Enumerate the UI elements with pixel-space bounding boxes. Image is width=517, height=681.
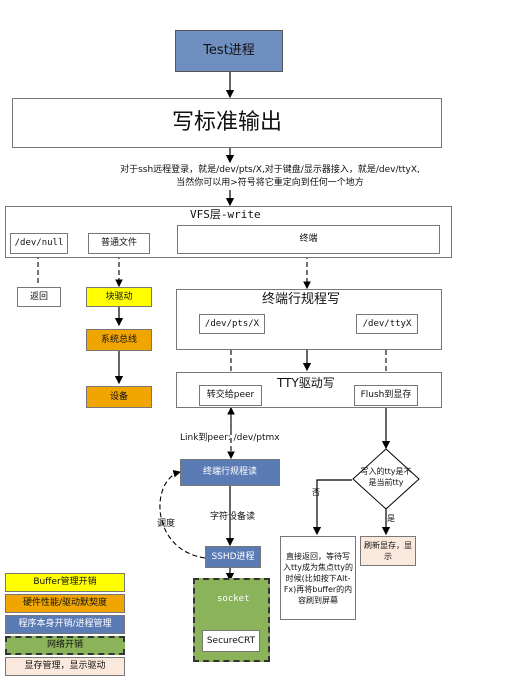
legend-item-3: 网络开销 [5,636,125,655]
flush-label: Flush到显存 [360,390,412,401]
dev-null-label: /dev/null [14,238,64,249]
stdout-label: 写标准输出 [171,109,282,135]
legend-item-1: 硬件性能/驱动默契度 [5,594,125,613]
decision-diamond [352,448,420,510]
stdout-box: 写标准输出 [12,98,442,148]
legend-label-4: 显存管理，显示驱动 [24,661,106,672]
process-box: Test进程 [175,30,283,72]
return-label: 返回 [29,291,48,302]
peer-box: 转交给peer [199,385,262,406]
flush-box: Flush到显存 [354,385,418,406]
block-driver-box: 块驱动 [86,287,152,307]
terminal-label: 终端 [299,234,318,245]
vfs-title: VFS层-write [190,208,261,221]
legend-item-4: 显存管理，显示驱动 [5,657,125,676]
dev-pts-box: /dev/pts/X [199,314,265,334]
schedule-label: 调度 [157,519,176,529]
terminal-box: 终端 [177,225,440,254]
dev-tty-label: /dev/ttyX [362,318,412,329]
dev-tty-box: /dev/ttyX [356,314,418,334]
note-line-2: 当然你可以用>符号将它重定向到任何一个地方 [176,178,364,188]
ldisc-read-label: 终端行规程读 [202,467,257,478]
dev-null-box: /dev/null [10,233,68,254]
peer-label: 转交给peer [206,390,255,401]
return-box: 返回 [17,287,61,307]
system-bus-label: 系统总线 [100,334,137,345]
decision-label: 写入的tty是不是当前tty [360,467,412,487]
yes-result-box: 刷新显存，显示 [360,536,416,566]
legend-label-0: Buffer管理开销 [33,577,97,588]
regular-file-box: 普通文件 [88,233,150,254]
no-result-box: 直接返回，等待写入tty成为焦点tty的时候(比如按下Alt-Fx)再将buff… [280,536,356,620]
ldisc-read-box: 终端行规程读 [180,459,280,486]
note-line-1: 对于ssh远程登录，就是/dev/pts/X,对于键盘/显示器接入，就是/dev… [120,165,420,175]
legend-item-0: Buffer管理开销 [5,573,125,592]
legend-label-1: 硬件性能/驱动默契度 [22,598,108,609]
ldisc-write-title: 终端行规程写 [262,292,341,307]
legend-item-2: 程序本身开销/进程管理 [5,615,125,634]
securecrt-box: SecureCRT [202,630,260,652]
sshd-box: SSHD进程 [205,546,261,568]
yes-result-text: 刷新显存，显示 [364,541,412,561]
yes-label: 是 [387,514,395,523]
no-label: 否 [312,488,320,497]
tty-driver-title: TTY驱动写 [277,376,335,390]
no-result-text: 直接返回，等待写入tty成为焦点tty的时候(比如按下Alt-Fx)再将buff… [283,551,354,605]
note-text: 对于ssh远程登录，就是/dev/pts/X,对于键盘/显示器接入，就是/dev… [70,164,470,190]
securecrt-label: SecureCRT [206,635,256,646]
regular-file-label: 普通文件 [100,238,137,249]
socket-label: socket [217,594,250,604]
link-label: Link到peer: /dev/ptmx [180,433,280,443]
process-label: Test进程 [203,43,255,59]
char-dev-read-label: 字符设备读 [210,512,256,522]
sshd-label: SSHD进程 [211,551,255,562]
device-box: 设备 [86,386,152,408]
legend-label-2: 程序本身开销/进程管理 [18,619,112,630]
device-label: 设备 [109,391,128,402]
block-driver-label: 块驱动 [105,291,133,302]
legend-label-3: 网络开销 [46,640,83,651]
system-bus-box: 系统总线 [86,329,152,351]
dev-pts-label: /dev/pts/X [204,318,260,329]
